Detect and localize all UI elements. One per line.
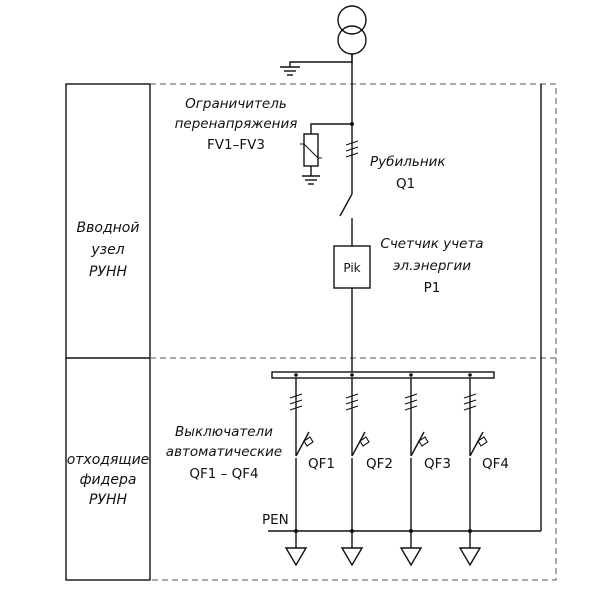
switch-q1-label: Рубильник Q1 xyxy=(370,154,446,192)
breakers-caption-line-1: Выключатели xyxy=(175,424,273,440)
breaker-qf1-label: QF1 xyxy=(308,456,335,472)
breaker-qf3-label: QF3 xyxy=(424,456,451,472)
transformer-winding-bottom xyxy=(337,25,367,55)
meter-symbol: Pik xyxy=(343,261,360,275)
three-phase-mark-qf1 xyxy=(289,393,303,411)
pen-label: PEN xyxy=(262,512,289,528)
meter-label-line-2: эл.энергии xyxy=(393,258,471,274)
surge-arrester-label-line-3: FV1–FV3 xyxy=(207,137,265,153)
meter-label-line-3: P1 xyxy=(424,280,441,296)
input-label-line-2: узел xyxy=(90,242,124,258)
feeder-qf4: QF4 xyxy=(458,373,509,567)
side-label-table: Вводной узел РУНН отходящие фидера РУНН xyxy=(65,83,151,581)
surge-arrester-label-line-1: Ограничитель xyxy=(185,96,287,112)
transformer-winding-top xyxy=(337,5,367,35)
breaker-qf2-label: QF2 xyxy=(366,456,393,472)
outgoing-section-label: отходящие фидера РУНН xyxy=(67,452,150,508)
input-label-line-1: Вводной xyxy=(77,220,140,236)
breaker-qf3-latch xyxy=(418,436,429,447)
three-phase-mark-main xyxy=(345,140,359,158)
breaker-qf4-latch xyxy=(477,436,488,447)
surge-arrester xyxy=(300,123,352,185)
feeder-qf2: QF2 xyxy=(340,373,393,567)
breaker-qf4-blade xyxy=(469,431,484,457)
breaker-qf4-label: QF4 xyxy=(482,456,509,472)
breaker-qf1-blade xyxy=(295,431,310,457)
outgoing-label-line-2: фидера xyxy=(80,472,137,488)
surge-arrester-label-line-2: перенапряжения xyxy=(175,116,298,132)
breaker-qf3-blade xyxy=(410,431,425,457)
feeder-qf4-load-arrow xyxy=(458,547,482,567)
arrester-lead xyxy=(310,123,352,134)
three-phase-mark-qf4 xyxy=(463,393,477,411)
breakers-caption-line-3: QF1 – QF4 xyxy=(189,466,258,482)
outgoing-label-line-3: РУНН xyxy=(89,492,128,508)
transformer-symbol xyxy=(337,5,367,55)
neutral-conductor xyxy=(289,54,353,67)
three-phase-mark-qf2 xyxy=(345,393,359,411)
feeder-qf3-load-arrow xyxy=(399,547,423,567)
switch-label-line-2: Q1 xyxy=(396,176,415,192)
arrester-varistor-mark xyxy=(300,143,322,159)
three-phase-mark-qf3 xyxy=(404,393,418,411)
feeder-qf3: QF3 xyxy=(399,373,451,567)
pen-conductor: PEN xyxy=(262,84,542,532)
side-table-frame xyxy=(65,83,151,581)
feeder-qf1-load-arrow xyxy=(284,547,308,567)
busbar xyxy=(271,371,495,379)
neutral-ground xyxy=(280,54,353,76)
feeder-qf1: QF1 xyxy=(284,373,335,567)
breakers-caption-line-2: автоматические xyxy=(166,444,282,460)
switch-q1-blade xyxy=(339,193,353,217)
input-label-line-3: РУНН xyxy=(89,264,128,280)
switch-label-line-1: Рубильник xyxy=(370,154,446,170)
feeder-qf2-load-arrow xyxy=(340,547,364,567)
main-feeder: Pik xyxy=(333,54,371,372)
meter-p1-label: Счетчик учета эл.энергии P1 xyxy=(380,236,483,296)
arrester-body xyxy=(303,133,319,167)
input-section-label: Вводной узел РУНН xyxy=(77,220,140,280)
meter-box xyxy=(333,245,371,289)
meter-label-line-1: Счетчик учета xyxy=(380,236,483,252)
breaker-qf1-latch xyxy=(303,436,314,447)
surge-arrester-label: Ограничитель перенапряжения FV1–FV3 xyxy=(175,96,298,153)
breaker-qf2-blade xyxy=(351,431,366,457)
breaker-qf2-latch xyxy=(359,436,370,447)
busbar-rect xyxy=(271,371,495,379)
dashed-enclosure xyxy=(150,83,557,581)
outgoing-label-line-1: отходящие xyxy=(67,452,150,468)
breakers-caption: Выключатели автоматические QF1 – QF4 xyxy=(166,424,282,482)
dashed-boundaries xyxy=(150,83,557,581)
